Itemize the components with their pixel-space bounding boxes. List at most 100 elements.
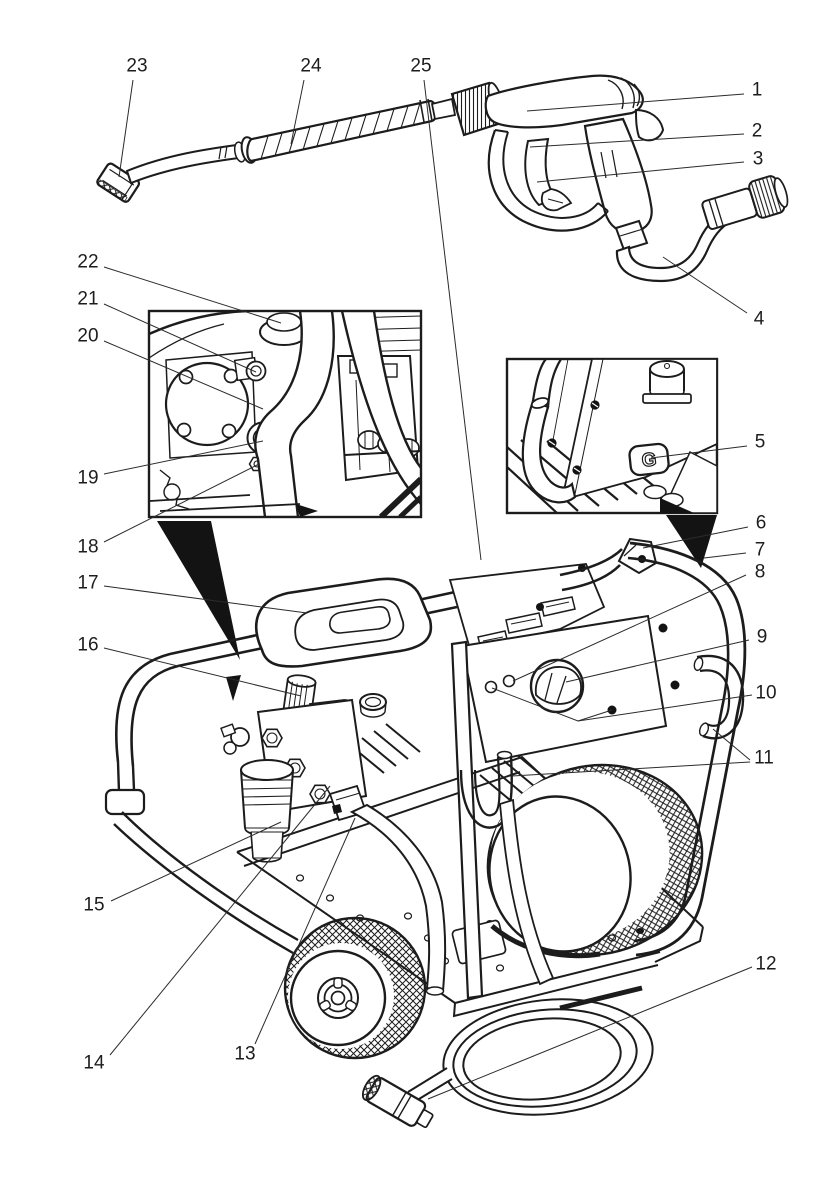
- callout-25: 25: [410, 56, 482, 561]
- part-number-21: 21: [77, 289, 98, 310]
- lance-pipe: [125, 142, 248, 185]
- wheel: [283, 916, 427, 1060]
- callout-3: 3: [536, 149, 764, 183]
- frame-handle-loop: [104, 590, 458, 955]
- part-number-19: 19: [77, 468, 98, 489]
- callout-12: 12: [427, 954, 777, 1100]
- callout-17: 17: [77, 573, 308, 614]
- part-number-2: 2: [752, 121, 763, 142]
- leader-line-3: [536, 161, 745, 183]
- part-number-7: 7: [755, 540, 766, 561]
- frame-tube: [340, 311, 421, 506]
- callout-13: 13: [234, 817, 356, 1065]
- cord-hook-lower: [459, 750, 513, 829]
- hose-coupling: [701, 175, 789, 230]
- leader-line-21: [103, 303, 257, 373]
- leader-line-10: [577, 709, 613, 722]
- indicator-lamp: [502, 674, 516, 688]
- hub-spokes: [319, 977, 357, 1012]
- part-number-18: 18: [77, 537, 98, 558]
- inset-pump-detail: [147, 309, 423, 519]
- leader-line-11: [511, 761, 751, 777]
- part-number-8: 8: [755, 562, 766, 583]
- frame-tube: [521, 399, 577, 504]
- frame-right-loop: [627, 541, 747, 957]
- callout-23: 23: [118, 56, 148, 178]
- callout-9: 9: [565, 627, 768, 683]
- part-number-10: 10: [755, 683, 776, 704]
- gun-body: [484, 74, 644, 129]
- frame-foot: [104, 788, 146, 816]
- leader-line-13: [254, 817, 356, 1045]
- callout-1: 1: [526, 80, 763, 112]
- leader-line-6: [642, 526, 749, 549]
- cord-hook-upper: [693, 654, 745, 740]
- callout-7: 7: [703, 540, 766, 561]
- part-number-24: 24: [300, 56, 322, 77]
- leader-line-24: [290, 79, 305, 145]
- part-number-23: 23: [126, 56, 147, 77]
- leader-line-14: [109, 785, 331, 1056]
- vent-deck: [448, 563, 606, 651]
- leader-line-17: [103, 585, 308, 614]
- callout-14: 14: [83, 785, 331, 1074]
- part-number-25: 25: [410, 56, 431, 77]
- g-clip: G: [628, 442, 670, 477]
- handle-tube: [559, 548, 623, 592]
- part-number-5: 5: [755, 432, 766, 453]
- callout-18: 18: [77, 463, 260, 558]
- leader-line-9: [565, 639, 750, 683]
- callout-11: 11: [511, 728, 774, 777]
- part-number-15: 15: [83, 895, 104, 916]
- detail-arrow-left: [157, 521, 241, 701]
- inset-cover-detail: G: [505, 357, 719, 515]
- control-panel: [460, 614, 668, 764]
- leader-line-8: [512, 574, 747, 682]
- callout-10: 10: [491, 683, 777, 722]
- part-number-3: 3: [753, 149, 764, 170]
- part-number-4: 4: [754, 309, 765, 330]
- leader-line-12: [427, 966, 753, 1100]
- cover: [254, 577, 433, 668]
- part-number-13: 13: [234, 1044, 255, 1065]
- cover-grip-slot: [329, 606, 391, 634]
- trigger-guard: [487, 129, 609, 232]
- leader-line-18: [103, 463, 260, 543]
- leader-line-5: [650, 445, 748, 459]
- leader-line-23: [118, 79, 134, 178]
- callout-15: 15: [83, 821, 282, 916]
- callout-19: 19: [77, 440, 264, 489]
- callout-20: 20: [77, 326, 264, 410]
- power-plug: [361, 1074, 434, 1129]
- leader-line-7: [703, 552, 747, 559]
- power-cord: [361, 798, 654, 1129]
- part-number-9: 9: [757, 627, 768, 648]
- high-pressure-hose: [615, 175, 789, 283]
- callout-24: 24: [290, 56, 322, 145]
- callout-8: 8: [512, 562, 766, 682]
- g-clip-marking: G: [641, 449, 658, 471]
- part-number-12: 12: [755, 954, 776, 975]
- callout-5: 5: [650, 432, 766, 459]
- callout-2: 2: [529, 121, 763, 148]
- motor-fins: [347, 315, 421, 353]
- detail-arrow-right: [666, 515, 717, 568]
- part-number-1: 1: [752, 80, 763, 101]
- callout-16: 16: [77, 635, 302, 697]
- leader-line-15: [110, 821, 282, 902]
- spray-lance: [96, 81, 507, 203]
- part-number-6: 6: [756, 513, 767, 534]
- pressure-washer-unit: [104, 537, 747, 1018]
- callout-22: 22: [77, 252, 282, 324]
- safety-catch: [541, 188, 573, 212]
- frame-tube: [531, 359, 563, 409]
- frame-tube: [254, 311, 335, 517]
- part-number-22: 22: [77, 252, 98, 273]
- frame-front-tube: [450, 640, 484, 1000]
- part-number-14: 14: [83, 1053, 105, 1074]
- part-number-16: 16: [77, 635, 98, 656]
- part-number-17: 17: [77, 573, 98, 594]
